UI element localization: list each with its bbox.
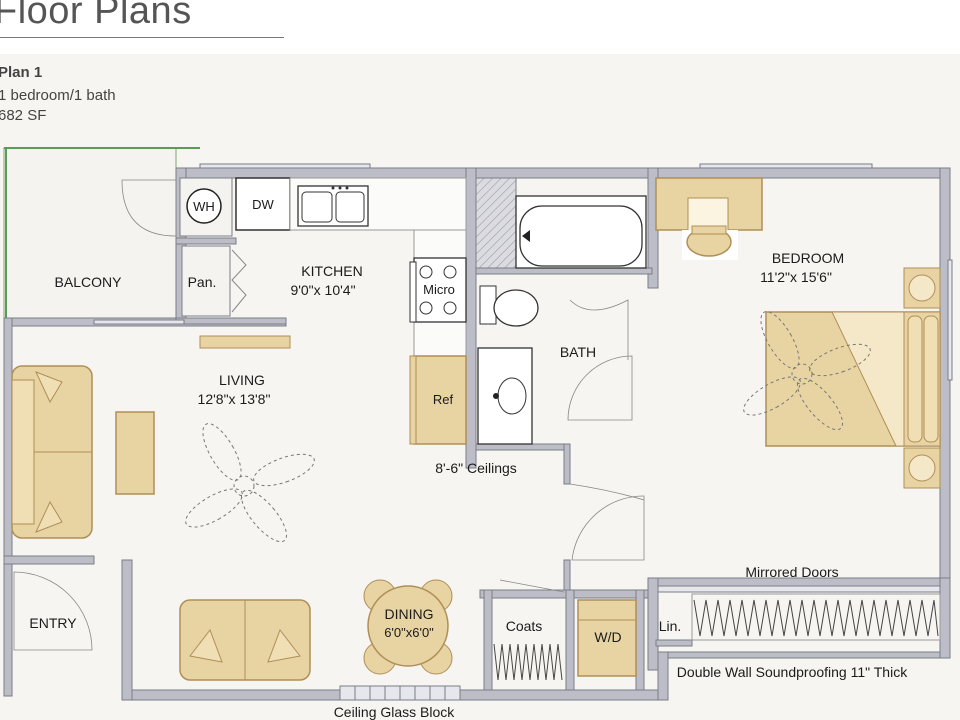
entry-label: ENTRY — [29, 615, 77, 631]
title-underline — [0, 37, 284, 38]
kitchen-label: KITCHEN — [301, 263, 362, 279]
plan-beds-baths: 1 bedroom/1 bath — [0, 87, 116, 104]
wd-label: W/D — [594, 629, 621, 645]
living-dims: 12'8"x 13'8" — [198, 391, 271, 407]
wh-label: WH — [193, 199, 215, 214]
plan-name: Plan 1 — [0, 64, 43, 81]
loveseat — [179, 599, 311, 681]
page-title: Floor Plans — [0, 0, 192, 32]
bedroom-dims: 11'2"x 15'6" — [760, 269, 832, 285]
header-bar: Floor Plans — [0, 0, 960, 54]
bed — [765, 267, 941, 489]
dining-label: DINING — [385, 606, 434, 622]
coats-label: Coats — [506, 618, 543, 634]
water-heater-closet: WH — [121, 177, 233, 237]
ref-label: Ref — [433, 392, 454, 407]
dishwasher: DW — [235, 177, 291, 231]
vanity — [477, 347, 533, 445]
balcony — [3, 147, 200, 325]
washer-dryer — [577, 599, 637, 677]
kitchen-dims: 9'0"x 10'4" — [290, 282, 355, 298]
range-microwave: Micro — [409, 257, 467, 323]
mirrored-closet — [657, 585, 941, 641]
windows — [199, 163, 953, 701]
sink-icon — [297, 185, 369, 227]
mirrored-doors-label: Mirrored Doors — [745, 564, 838, 580]
kitchen-bar — [199, 335, 291, 349]
hatched-column — [475, 177, 517, 269]
sofa — [11, 365, 93, 539]
dw-label: DW — [252, 197, 274, 212]
micro-label: Micro — [423, 282, 455, 297]
glass-block-label: Ceiling Glass Block — [334, 704, 456, 720]
dining-dims: 6'0"x6'0" — [384, 625, 434, 640]
desk — [655, 177, 763, 260]
linen-label: Lin. — [659, 618, 682, 634]
bedroom-fan-icon — [743, 311, 871, 431]
balcony-slider — [93, 319, 185, 325]
refrigerator: Ref — [409, 355, 467, 445]
entry-door-arc — [13, 571, 93, 651]
balcony-label: BALCONY — [55, 274, 123, 290]
coats-closet — [493, 579, 565, 681]
bath-door-arc — [569, 299, 629, 360]
ceilings-label: 8'-6" Ceilings — [435, 460, 517, 476]
living-label: LIVING — [219, 372, 265, 388]
pantry-label: Pan. — [188, 274, 217, 290]
dining-table — [363, 579, 453, 675]
coffee-table — [115, 411, 155, 495]
soundproofing-label: Double Wall Soundproofing 11" Thick — [677, 664, 908, 680]
bathtub — [515, 195, 647, 269]
toilet — [479, 285, 539, 327]
bath-label: BATH — [560, 344, 596, 360]
water-heater-icon — [186, 188, 222, 224]
pantry: Pan. — [181, 245, 247, 317]
bedroom-label: BEDROOM — [772, 250, 844, 266]
living-fan-icon — [185, 423, 315, 543]
plan-area: 682 SF — [0, 107, 47, 124]
